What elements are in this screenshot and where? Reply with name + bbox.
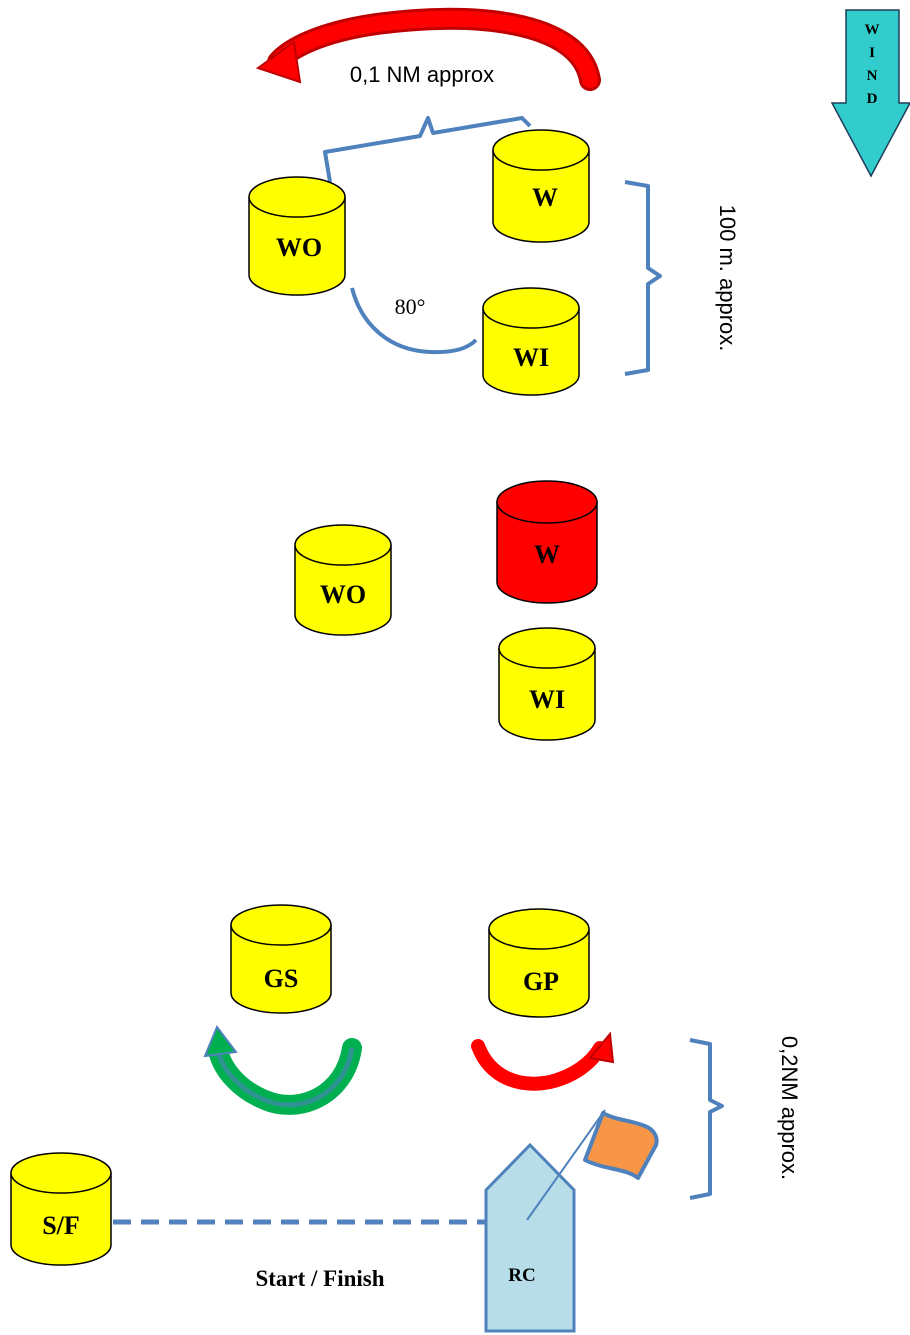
top-red-rounding-arrow (255, 7, 601, 91)
wind-arrow: W I N D (830, 9, 910, 178)
start-finish-label: Start / Finish (255, 1266, 384, 1291)
gp-red-rounding-arrow (471, 1031, 615, 1091)
offset-distance-label: 0,1 NM approx (350, 62, 494, 87)
offset-distance-brace (323, 116, 532, 183)
angle-arc (350, 287, 478, 355)
committee-boat-label: RC (508, 1265, 535, 1286)
mark-gs: GS (230, 904, 332, 1014)
mark-w-top-label: W (532, 183, 558, 212)
mark-wi-mid: WI (498, 627, 596, 741)
mark-gs-label: GS (264, 964, 299, 993)
gs-green-rounding-arrow (203, 1025, 362, 1115)
start-distance-brace (689, 1038, 724, 1200)
committee-boat: RC (484, 1142, 576, 1333)
mark-sf-label: S/F (42, 1211, 80, 1240)
mark-wo-mid: WO (294, 524, 392, 636)
mark-wo-mid-label: WO (320, 580, 366, 609)
mark-w-mid-label: W (534, 540, 560, 569)
gate-distance-brace (624, 180, 662, 376)
gate-distance-label: 100 m. approx. (715, 205, 740, 352)
angle-label: 80° (395, 294, 426, 319)
mark-sf: S/F (10, 1152, 112, 1266)
mark-wi-top: WI (482, 287, 580, 396)
wind-letter-w: W (865, 22, 880, 38)
orange-flag (526, 1109, 659, 1221)
mark-wo-top-label: WO (276, 233, 322, 262)
mark-w-mid-red: W (496, 480, 598, 604)
mark-w-top: W (492, 129, 590, 243)
mark-gp-label: GP (523, 967, 559, 996)
mark-wi-mid-label: WI (529, 685, 565, 714)
wind-letter-i: I (869, 45, 875, 61)
mark-wi-top-label: WI (513, 343, 549, 372)
wind-letter-n: N (867, 68, 878, 84)
mark-gp: GP (488, 908, 590, 1018)
start-distance-label: 0,2NM approx. (777, 1036, 802, 1180)
mark-wo-top: WO (248, 176, 346, 296)
wind-letter-d: D (867, 91, 878, 107)
